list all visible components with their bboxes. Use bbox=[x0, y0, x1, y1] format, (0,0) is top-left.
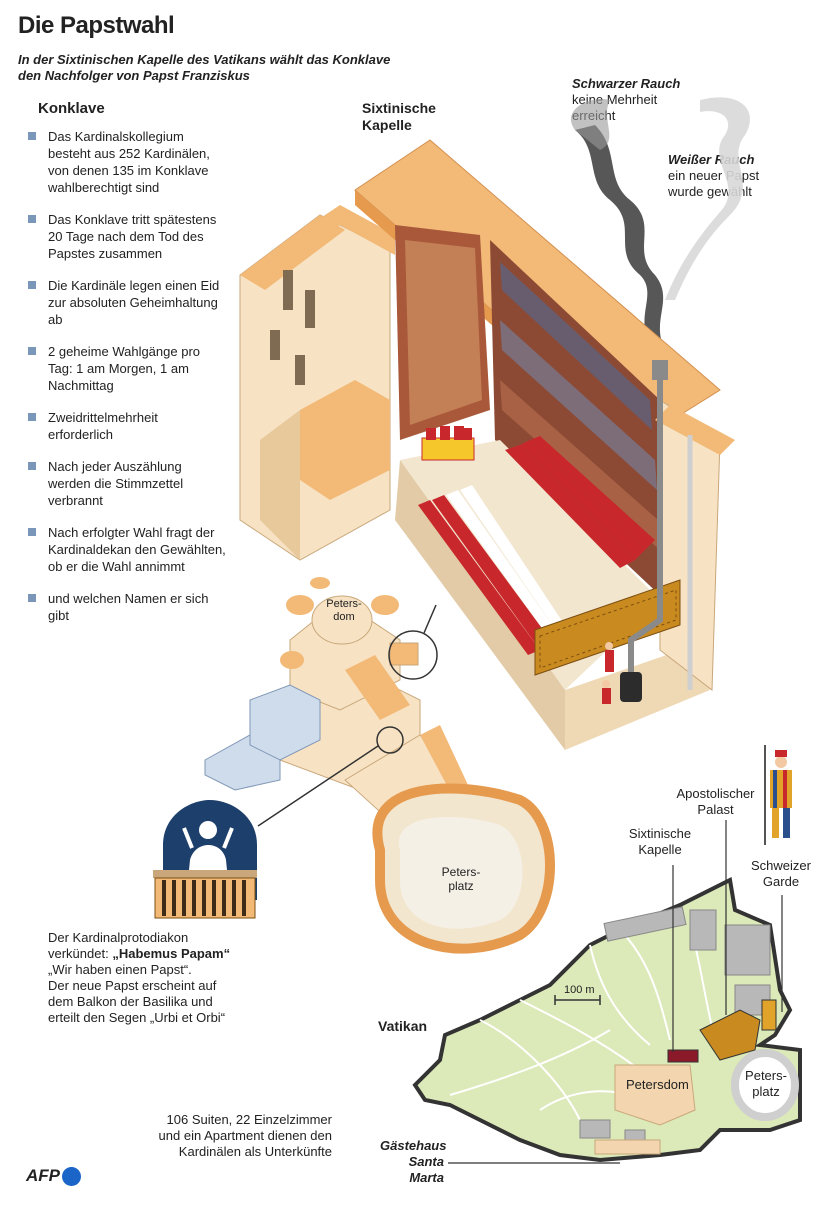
map-sixtinische-line: Kapelle bbox=[638, 842, 682, 857]
accommodation-line: 106 Suiten, 22 Einzelzimmer bbox=[166, 1112, 332, 1127]
announcement-line: Der Kardinalprotodiakon bbox=[48, 930, 189, 945]
chapel-label-line: Sixtinische bbox=[362, 100, 436, 116]
page-title: Die Papstwahl bbox=[18, 12, 175, 39]
announcement-line: verkündet: „Habemus Papam“ bbox=[48, 946, 288, 962]
chapel-label-line: Kapelle bbox=[362, 117, 412, 133]
announcement-line: dem Balkon der Basilika und bbox=[48, 994, 213, 1009]
bullet-square-icon bbox=[28, 281, 36, 289]
black-smoke-title: Schwarzer Rauch bbox=[572, 76, 681, 91]
white-smoke bbox=[665, 97, 750, 300]
bullet-square-icon bbox=[28, 462, 36, 470]
map-garde-label: Schweizer Garde bbox=[748, 858, 814, 890]
map-garde-line: Garde bbox=[762, 874, 800, 889]
vatikan-label: Vatikan bbox=[378, 1018, 428, 1034]
afp-logo-text: AFP bbox=[26, 1166, 60, 1185]
map-palast-line: Palast bbox=[697, 802, 734, 817]
announcement-text: Der Kardinalprotodiakon verkündet: „Habe… bbox=[48, 930, 288, 1026]
petersdom-iso-label-line: Peters- bbox=[326, 598, 362, 610]
konklave-item-text: 2 geheime Wahlgänge pro Tag: 1 am Morgen… bbox=[48, 344, 201, 393]
bullet-square-icon bbox=[28, 528, 36, 536]
habemus-papam: „Habemus Papam“ bbox=[112, 946, 231, 961]
konklave-item-text: und welchen Namen er sich gibt bbox=[48, 591, 209, 623]
accommodation-note: 106 Suiten, 22 Einzelzimmer und ein Apar… bbox=[120, 1112, 332, 1160]
sistine-chapel-illustration bbox=[239, 139, 735, 750]
konklave-item-text: Das Kardinalskollegium besteht aus 252 K… bbox=[48, 129, 210, 195]
afp-logo-dot-icon bbox=[62, 1166, 81, 1186]
map-palast-label: Apostolischer Palast bbox=[668, 786, 763, 818]
konklave-item-text: Das Konklave tritt spätestens 20 Tage na… bbox=[48, 212, 217, 261]
konklave-item-text: Zweidrittelmehrheit erforderlich bbox=[48, 410, 158, 442]
map-sixtinische-line: Sixtinische bbox=[628, 826, 692, 841]
map-garde-line: Schweizer bbox=[751, 858, 811, 873]
announcement-line: erteilt den Segen „Urbi et Orbi“ bbox=[48, 1010, 226, 1025]
map-palast-line: Apostolischer bbox=[676, 786, 755, 801]
scale-label: 100 m bbox=[564, 984, 595, 996]
announcement-line: Der neue Papst erscheint auf bbox=[48, 978, 217, 993]
black-smoke bbox=[570, 99, 665, 350]
list-item: Nach jeder Auszählung werden die Stimmze… bbox=[26, 458, 226, 509]
map-petersdom-label: Petersdom bbox=[626, 1077, 689, 1092]
list-item: Zweidrittelmehrheit erforderlich bbox=[26, 409, 226, 443]
petersplatz-iso-label-line: platz bbox=[448, 879, 474, 893]
bullet-square-icon bbox=[28, 347, 36, 355]
map-petersplatz-line: platz bbox=[752, 1084, 780, 1099]
list-item: 2 geheime Wahlgänge pro Tag: 1 am Morgen… bbox=[26, 343, 226, 394]
map-petersplatz-line: Peters- bbox=[745, 1068, 787, 1083]
accommodation-line: und ein Apartment dienen den bbox=[158, 1128, 332, 1143]
list-item: Nach erfolgter Wahl fragt der Kardinalde… bbox=[26, 524, 226, 575]
konklave-item-text: Nach erfolgter Wahl fragt der Kardinalde… bbox=[48, 525, 226, 574]
afp-logo: AFP bbox=[26, 1164, 81, 1188]
bullet-square-icon bbox=[28, 413, 36, 421]
chapel-label: Sixtinische Kapelle bbox=[362, 100, 436, 134]
list-item: Die Kardinäle legen einen Eid zur absolu… bbox=[26, 277, 226, 328]
petersdom-iso-label: Peters- dom bbox=[324, 598, 364, 624]
map-gaestehaus-label: Gästehaus Santa Marta bbox=[380, 1138, 447, 1186]
map-gaestehaus-line: Santa Marta bbox=[408, 1154, 444, 1185]
konklave-heading: Konklave bbox=[38, 100, 105, 117]
petersdom-iso-label-line: dom bbox=[333, 611, 355, 623]
petersdom-illustration bbox=[204, 577, 555, 954]
announcement-prefix: verkündet: bbox=[48, 946, 113, 961]
list-item: Das Konklave tritt spätestens 20 Tage na… bbox=[26, 211, 226, 262]
petersplatz-iso-label: Peters- platz bbox=[436, 865, 486, 893]
konklave-item-text: Die Kardinäle legen einen Eid zur absolu… bbox=[48, 278, 220, 327]
accommodation-line: Kardinälen als Unterkünfte bbox=[178, 1144, 332, 1159]
map-sixtinische-label: Sixtinische Kapelle bbox=[620, 826, 700, 858]
konklave-list: Das Kardinalskollegium besteht aus 252 K… bbox=[26, 128, 226, 639]
list-item: und welchen Namen er sich gibt bbox=[26, 590, 226, 624]
bullet-square-icon bbox=[28, 132, 36, 140]
map-gaestehaus-line: Gästehaus bbox=[380, 1138, 447, 1153]
announcement-line: „Wir haben einen Papst“. bbox=[48, 962, 192, 977]
page-subtitle: In der Sixtinischen Kapelle des Vatikans… bbox=[18, 52, 391, 83]
bullet-square-icon bbox=[28, 215, 36, 223]
map-petersplatz-label: Peters- platz bbox=[740, 1068, 792, 1100]
cardinal-seats bbox=[418, 436, 655, 655]
konklave-item-text: Nach jeder Auszählung werden die Stimmze… bbox=[48, 459, 184, 508]
bullet-square-icon bbox=[28, 594, 36, 602]
vatican-map bbox=[412, 820, 802, 1164]
swiss-guard-illustration bbox=[764, 745, 792, 845]
balcony-illustration bbox=[153, 800, 257, 919]
petersplatz-iso-label-line: Peters- bbox=[441, 865, 481, 879]
list-item: Das Kardinalskollegium besteht aus 252 K… bbox=[26, 128, 226, 196]
